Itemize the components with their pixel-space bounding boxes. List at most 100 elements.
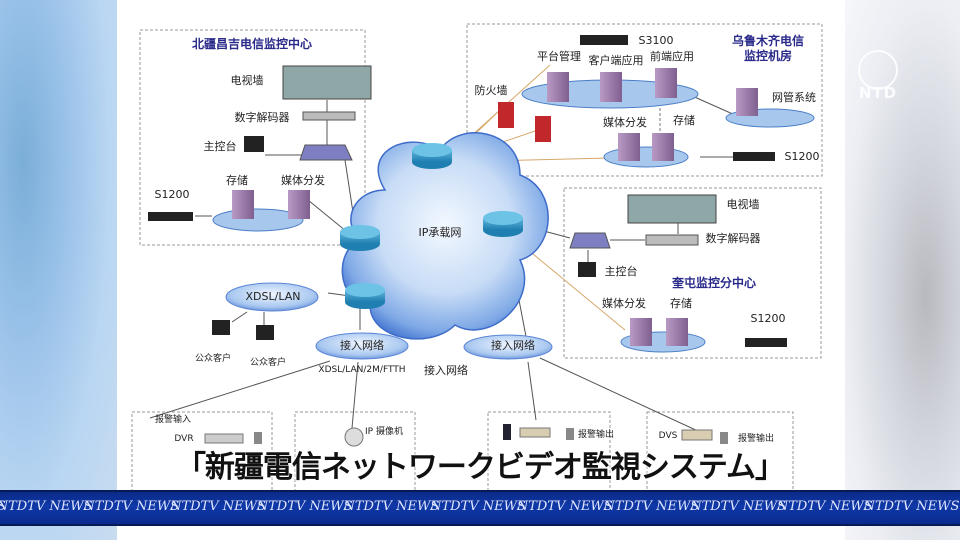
ticker-item: NTDTV NEWS <box>170 499 266 514</box>
urumqi-nms-label: 网管系统 <box>772 90 816 104</box>
beijiang-media-label: 媒体分发 <box>281 173 325 187</box>
router-icon <box>340 225 380 251</box>
dvr-label: DVR <box>174 434 193 444</box>
urumqi-storage-label: 存储 <box>673 113 695 127</box>
ticker-item: NTDTV NEWS <box>776 499 873 514</box>
region-dvs <box>646 411 794 493</box>
beijiang-decoder-label: 数字解码器 <box>235 110 290 124</box>
ticker-item: NTDTV NEWS <box>603 499 700 514</box>
router-icon <box>412 143 452 169</box>
alarm-output-label-2: 报警输出 <box>738 432 774 444</box>
access-network-cloud-2 <box>463 334 553 360</box>
switch-icon <box>569 232 611 249</box>
dvs-icon <box>681 429 713 441</box>
region-kuitun <box>563 187 822 359</box>
kuitun-server-label: S1200 <box>751 312 786 325</box>
lan-segment <box>603 146 689 168</box>
alarm-output-label-1: 报警输出 <box>578 428 614 440</box>
access-network-2-label: 接入网络 <box>491 338 535 352</box>
alarm-device-icon <box>254 432 262 444</box>
decoder-icon <box>645 234 699 246</box>
frontend-server-icon <box>655 68 677 98</box>
public-client-label-2: 公众客户 <box>250 356 286 368</box>
urumqi-switch-label: S3100 <box>639 34 674 47</box>
firewall-label: 防火墙 <box>475 83 508 97</box>
xdsl-cloud-label: XDSL/LAN <box>246 290 301 303</box>
news-caption: 「新疆電信ネットワークビデオ監視システム」 <box>175 450 785 485</box>
access-network-cloud-1 <box>315 332 409 360</box>
ticker-item: NTDTV NEWS <box>83 499 180 514</box>
urumqi-platform-label: 平台管理 <box>537 49 581 63</box>
storage-server-icon <box>232 190 254 219</box>
access-types-label: XDSL/LAN/2M/FTTH <box>318 365 405 375</box>
access-network-2-caption: 接入网络 <box>424 363 468 377</box>
public-client-computer-icon <box>212 320 230 335</box>
client-app-server-icon <box>600 72 622 102</box>
kuitun-storage-label: 存储 <box>670 296 692 310</box>
public-client-label-1: 公众客户 <box>195 352 231 364</box>
platform-server-icon <box>547 72 569 102</box>
firewall-icon <box>498 102 514 128</box>
storage-server-icon <box>666 318 688 346</box>
blurred-background-left <box>0 0 117 540</box>
network-diagram-slide: IP承载网 北疆昌吉电信监控中心 电视墙 数字解码器 主控台 存储 媒体分发 S… <box>117 0 845 540</box>
ticker-item: NTDTV NEWS <box>863 499 960 514</box>
rack-server-icon <box>148 212 193 221</box>
alarm-input-label: 报警输入 <box>155 413 191 425</box>
rack-server-icon <box>745 338 787 347</box>
switch-icon <box>299 144 353 161</box>
router-icon <box>345 283 385 309</box>
ip-camera-label: IP 摄像机 <box>365 425 403 437</box>
media-server-icon <box>618 133 640 161</box>
alarm-device-icon <box>566 428 574 440</box>
region-urumqi <box>466 23 823 177</box>
region-beijiang <box>139 29 366 246</box>
media-server-icon <box>630 318 652 346</box>
urumqi-media-label: 媒体分发 <box>603 115 647 129</box>
xdsl-cloud <box>225 282 319 312</box>
rack-server-icon <box>733 152 775 161</box>
ticker-item: NTDTV NEWS <box>516 499 613 514</box>
dvs-label: DVS <box>659 431 678 441</box>
media-server-icon <box>288 190 310 219</box>
public-client-computer-icon <box>256 325 274 340</box>
beijiang-server-label: S1200 <box>155 188 190 201</box>
urumqi-title-line2: 监控机房 <box>744 48 792 63</box>
ntd-channel-logo: NTD <box>852 50 904 102</box>
ticker-item: NTDTV NEWS <box>256 499 353 514</box>
s3100-switch-icon <box>580 35 628 45</box>
console-computer-icon <box>578 262 596 277</box>
kuitun-media-label: 媒体分发 <box>602 296 646 310</box>
beijiang-video-wall-label: 电视墙 <box>231 73 264 87</box>
ticker-item: NTDTV NEWS <box>690 499 786 514</box>
ticker-item: NTDTV NEWS <box>430 499 526 514</box>
kuitun-decoder-label: 数字解码器 <box>706 231 761 245</box>
access-network-1-label: 接入网络 <box>340 338 384 352</box>
encoder-icon <box>519 427 551 438</box>
beijiang-storage-label: 存储 <box>226 173 248 187</box>
kuitun-console-label: 主控台 <box>605 264 638 278</box>
kuitun-title: 奎屯监控分中心 <box>671 275 756 290</box>
sensor-icon <box>503 424 511 440</box>
dvr-icon <box>204 433 244 444</box>
video-wall-icon <box>627 194 717 224</box>
beijiang-title: 北疆昌吉电信监控中心 <box>192 36 312 51</box>
ntd-logo-text: NTD <box>858 84 898 102</box>
urumqi-frontend-app-label: 前端应用 <box>650 49 694 63</box>
console-computer-icon <box>244 136 264 152</box>
ip-camera-icon <box>344 427 364 447</box>
blurred-background-right <box>845 0 960 540</box>
decoder-icon <box>302 111 356 121</box>
storage-server-icon <box>652 133 674 161</box>
ip-backbone-label: IP承载网 <box>419 226 462 239</box>
urumqi-server-label: S1200 <box>785 150 820 163</box>
beijiang-console-label: 主控台 <box>204 139 237 153</box>
ticker-item: NTDTV NEWS <box>343 499 440 514</box>
urumqi-title-line1: 乌鲁木齐电信 <box>732 33 804 48</box>
firewall-icon <box>535 116 551 142</box>
alarm-device-icon <box>720 432 728 444</box>
nms-server-icon <box>736 88 758 116</box>
router-icon <box>483 211 523 237</box>
